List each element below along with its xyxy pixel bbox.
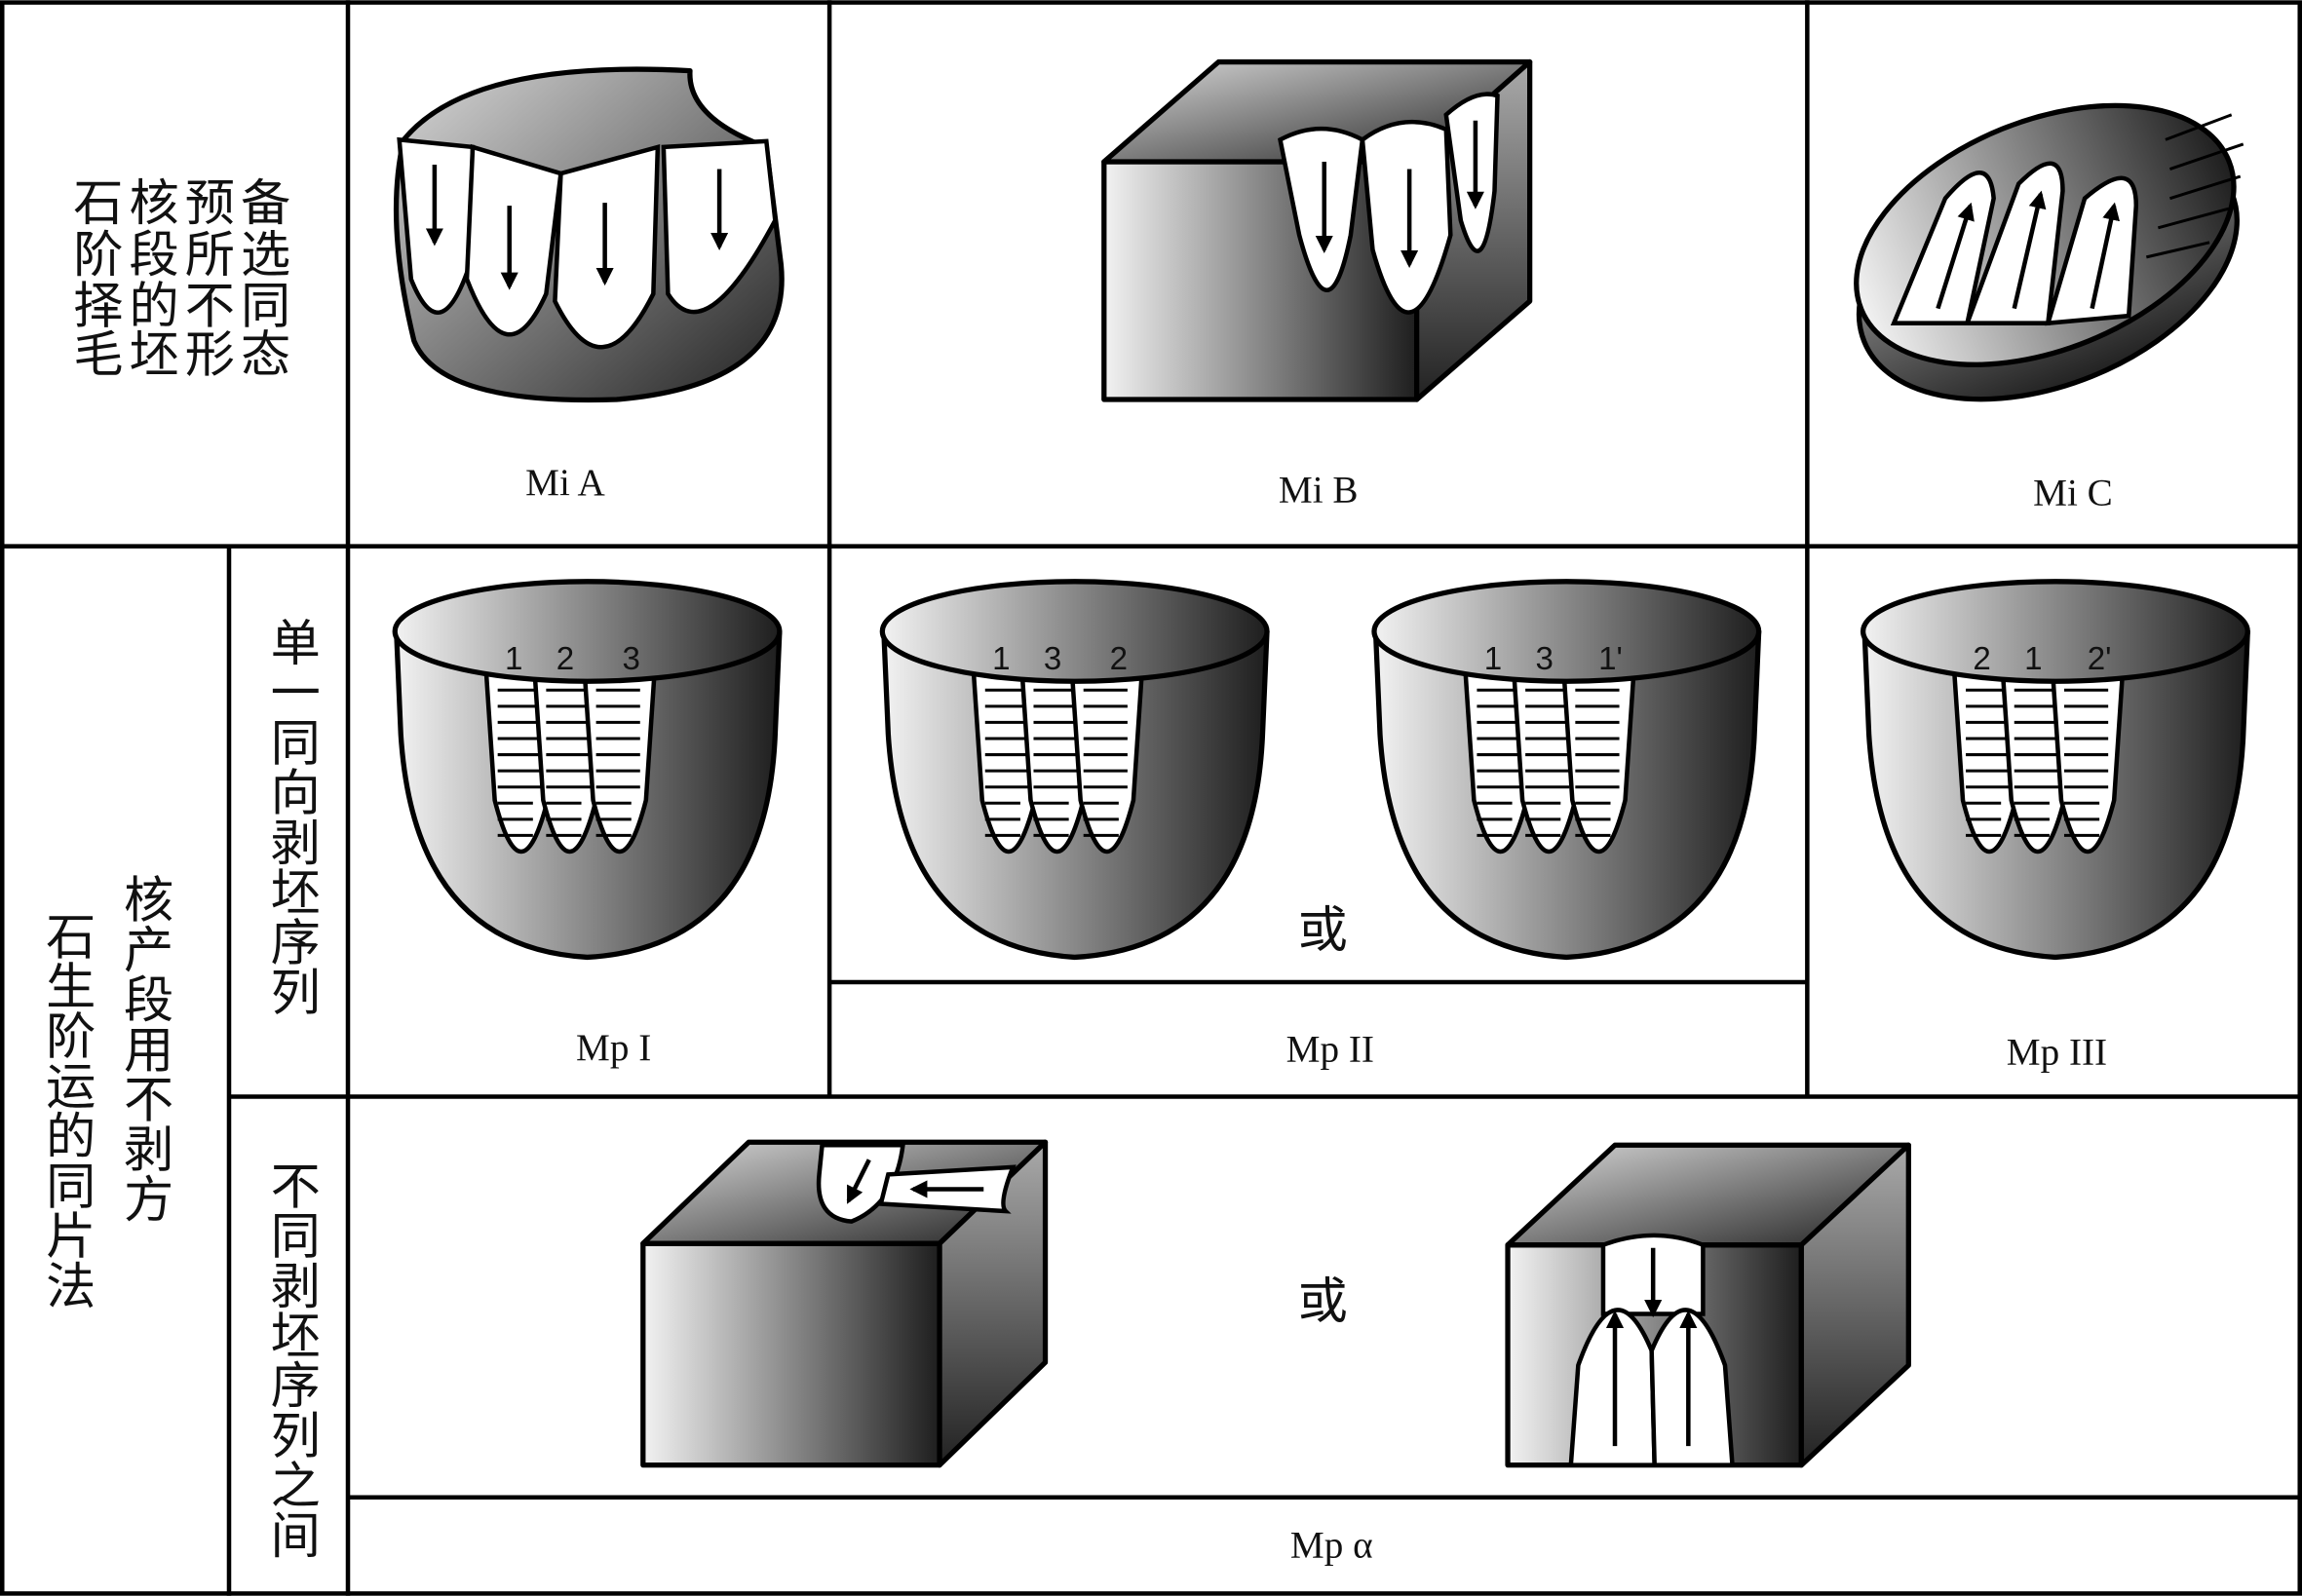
header-preparation-stage: 石核预备 阶段所选 择的不同 毛坯形态 [73, 174, 296, 384]
header-column-right: 核产段用不剥方 [115, 874, 173, 1223]
platform-surface [392, 579, 783, 684]
label-mp-alpha: Mp α [1290, 1525, 1373, 1567]
header-single-sequence: 单一同向剥坯序列 [261, 617, 320, 1016]
label-mp-ii: Mp II [1286, 1028, 1374, 1070]
platform-surface [879, 579, 1270, 684]
header-line: 择的不同 [73, 278, 296, 336]
header-column-left: 石生阶运的同片法 [37, 910, 96, 1310]
header-line: 阶段所选 [73, 226, 296, 285]
scar-number: 1 [2024, 641, 2042, 677]
flake-scar [582, 665, 658, 854]
mi-a-core-illustration [393, 66, 785, 403]
header-line: 毛坯形态 [73, 325, 296, 384]
platform-surface [1371, 579, 1762, 684]
platform-surface [1860, 579, 2250, 684]
label-mi-b: Mi B [1279, 469, 1359, 511]
flake-scar [1069, 665, 1145, 854]
label-mi-c: Mi C [2033, 472, 2113, 513]
scar-number: 3 [1535, 641, 1553, 677]
mi-b-core-illustration [1101, 58, 1533, 402]
scar-number: 2 [1973, 641, 1990, 677]
flake-scar [1560, 665, 1637, 854]
or-text: 或 [1298, 901, 1348, 960]
mp-alpha-cube-right [1505, 1142, 1911, 1468]
scar-number: 2' [2088, 641, 2112, 677]
scar-number: 1 [505, 641, 522, 677]
label-mi-a: Mi A [525, 462, 605, 504]
flake-scar [2050, 665, 2126, 854]
label-mp-i: Mp I [576, 1027, 651, 1069]
scar-number: 1 [992, 641, 1010, 677]
mi-c-core-illustration [1854, 102, 2244, 402]
scar-number: 3 [623, 641, 640, 677]
scar-number: 2 [1110, 641, 1128, 677]
header-line: 石核预备 [73, 174, 296, 233]
header-production-stage: 核产段用不剥方 石生阶运的同片法 [37, 874, 173, 1310]
or-text: 或 [1298, 1273, 1348, 1331]
scar-number: 3 [1044, 641, 1061, 677]
label-mp-iii: Mp III [2007, 1031, 2107, 1073]
scar-number: 1' [1598, 641, 1623, 677]
scar-number: 1 [1484, 641, 1502, 677]
header-between-sequences: 不同剥坯序列之间 [261, 1159, 320, 1559]
scar-number: 2 [556, 641, 574, 677]
mp-alpha-cube-left [640, 1139, 1049, 1468]
